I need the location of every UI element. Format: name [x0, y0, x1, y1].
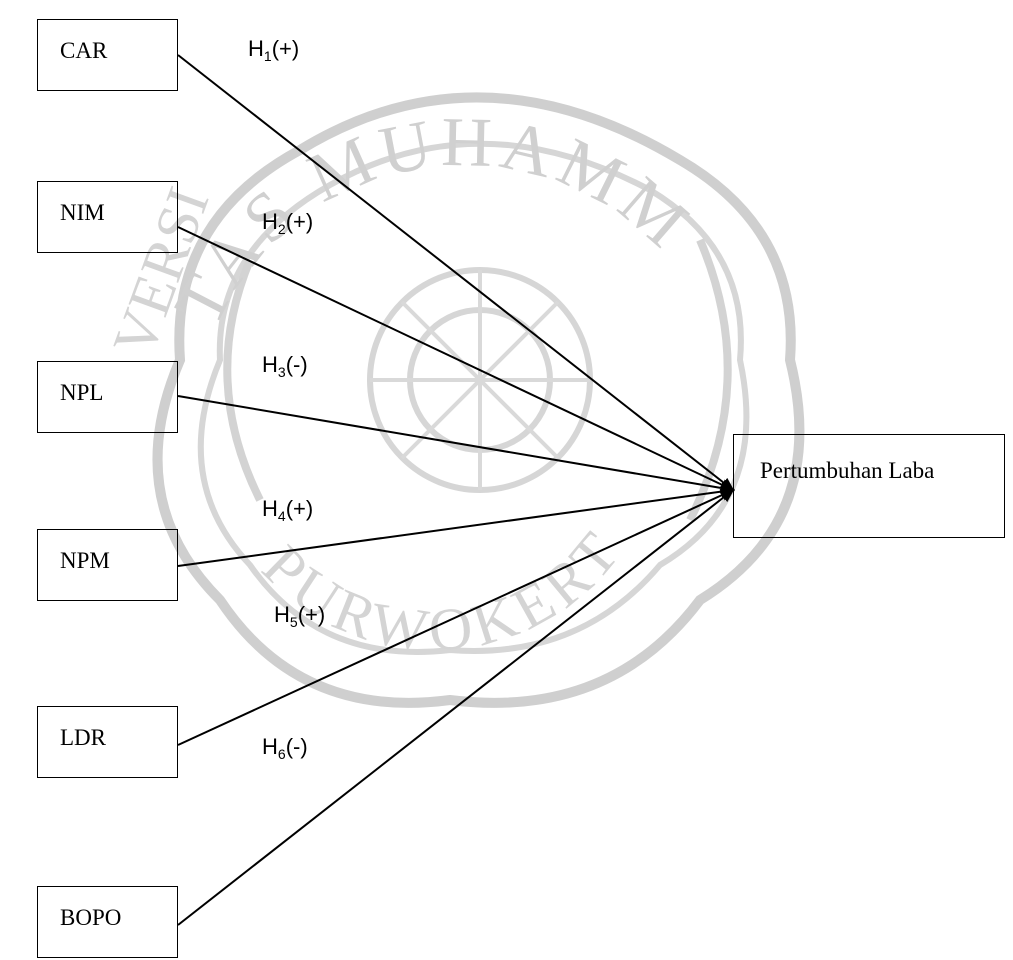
hypothesis-label-h2: H2(+): [262, 209, 314, 237]
node-npl: NPL: [37, 361, 178, 433]
hypothesis-label-h6: H6(-): [262, 734, 308, 762]
node-pertumbuhan-laba: Pertumbuhan Laba: [733, 434, 1005, 538]
node-npl-label: NPL: [60, 380, 104, 405]
edge-car: [177, 54, 735, 492]
hypothesis-label-h3: H3(-): [262, 352, 308, 380]
node-ldr-label: LDR: [60, 725, 106, 750]
node-nim-label: NIM: [60, 200, 105, 225]
edge-nim: [177, 226, 735, 491]
node-bopo-label: BOPO: [60, 905, 122, 930]
hypothesis-label-h5: H5(+): [274, 602, 326, 630]
edge-ldr: [177, 489, 735, 746]
node-bopo: BOPO: [37, 886, 178, 958]
node-ldr: LDR: [37, 706, 178, 778]
node-nim: NIM: [37, 181, 178, 253]
node-npm: NPM: [37, 529, 178, 601]
hypothesis-label-h1: H1(+): [248, 36, 300, 64]
hypothesis-label-h4: H4(+): [262, 496, 314, 524]
node-car-label: CAR: [60, 38, 108, 63]
edge-bopo: [177, 488, 735, 926]
node-pertumbuhan-laba-label: Pertumbuhan Laba: [760, 458, 935, 483]
node-car: CAR: [37, 19, 178, 91]
edge-npl: [177, 395, 735, 494]
edge-npm: [177, 485, 735, 567]
node-npm-label: NPM: [60, 548, 110, 573]
